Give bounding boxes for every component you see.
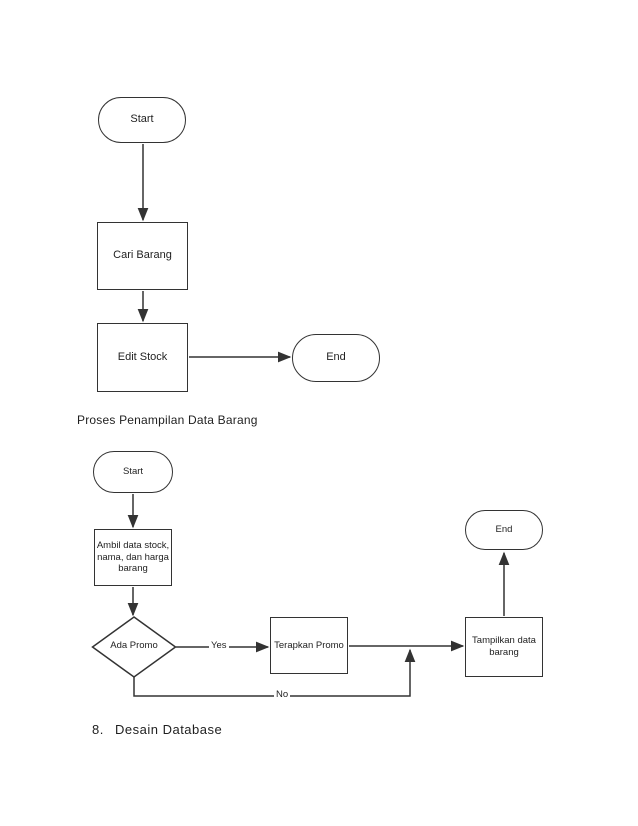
- flowchart1-end-node: End: [292, 334, 380, 382]
- flowchart2-ada-promo-label: Ada Promo: [110, 640, 158, 651]
- edge-label-yes: Yes: [209, 640, 229, 652]
- edge-ada-promo-no-loop: [133, 648, 416, 697]
- flowchart1-start-label: Start: [130, 113, 154, 126]
- flowchart1-cari-barang-node: Cari Barang: [97, 222, 188, 290]
- flowchart2-ambil-data-label: Ambil data stock, nama, dan harga barang: [96, 539, 170, 575]
- list-item-number: 8.: [92, 722, 104, 737]
- flowchart2-ambil-data-node: Ambil data stock, nama, dan harga barang: [94, 529, 172, 586]
- flowchart1-end-label: End: [326, 351, 346, 364]
- flowchart2-terapkan-promo-node: Terapkan Promo: [270, 617, 348, 674]
- flowchart2-start-node: Start: [93, 451, 173, 493]
- flowchart1-edit-stock-node: Edit Stock: [97, 323, 188, 392]
- section-caption: Proses Penampilan Data Barang: [77, 413, 258, 427]
- list-item-8: 8. Desain Database: [92, 721, 222, 738]
- flowchart2-tampilkan-data-node: Tampilkan data barang: [465, 617, 543, 677]
- decision-diamond-shape: [91, 616, 177, 678]
- edge-label-no: No: [274, 689, 291, 701]
- flowchart1-edit-stock-label: Edit Stock: [117, 350, 168, 363]
- flowchart1-start-node: Start: [98, 97, 186, 143]
- flowchart1-cari-barang-label: Cari Barang: [113, 249, 172, 262]
- flowchart2-tampilkan-data-label: Tampilkan data barang: [472, 635, 536, 658]
- flowchart2-start-label: Start: [122, 466, 144, 478]
- flowchart2-terapkan-promo-label: Terapkan Promo: [274, 639, 344, 651]
- flowchart2-end-label: End: [495, 524, 513, 536]
- list-item-label: Desain Database: [115, 722, 223, 737]
- flowchart2-end-node: End: [465, 510, 543, 550]
